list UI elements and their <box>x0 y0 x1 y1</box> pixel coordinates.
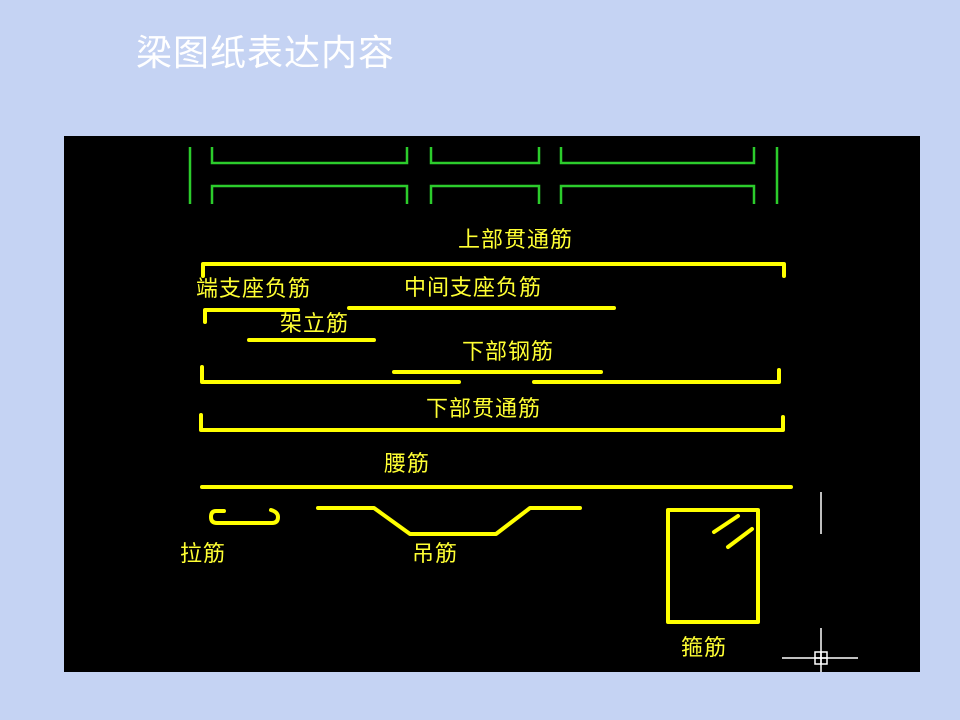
bottom-bar-right <box>532 368 781 384</box>
stirrup <box>666 508 760 624</box>
slide-title: 梁图纸表达内容 <box>136 33 396 74</box>
label-stirrup: 箍筋 <box>681 636 728 661</box>
label-bottom-continuous: 下部贯通筋 <box>426 397 542 422</box>
label-hanger-bar: 吊筋 <box>412 542 459 567</box>
hanger-bar <box>316 506 582 536</box>
bottom-bar-left <box>200 365 461 384</box>
bottom-continuous-bar <box>199 413 785 432</box>
end-support-negative-bar <box>203 308 300 324</box>
tie-bar <box>209 508 280 525</box>
label-waist-bar: 腰筋 <box>384 452 431 477</box>
label-top-continuous: 上部贯通筋 <box>458 228 574 253</box>
beam-rebar-diagram <box>188 147 858 672</box>
label-end-support-negative: 端支座负筋 <box>196 277 312 302</box>
label-middle-support-negative: 中间支座负筋 <box>404 276 543 301</box>
label-bottom-bar: 下部钢筋 <box>462 340 555 365</box>
cad-crosshair-icon <box>782 492 858 672</box>
label-erection-bar: 架立筋 <box>280 312 350 337</box>
support-lines <box>188 147 779 204</box>
label-tie-bar: 拉筋 <box>180 542 227 567</box>
top-continuous-bar <box>201 262 786 278</box>
cad-drawing-panel: 上部贯通筋 端支座负筋 中间支座负筋 架立筋 下部钢筋 下部贯通筋 腰筋 拉筋 … <box>64 136 920 672</box>
